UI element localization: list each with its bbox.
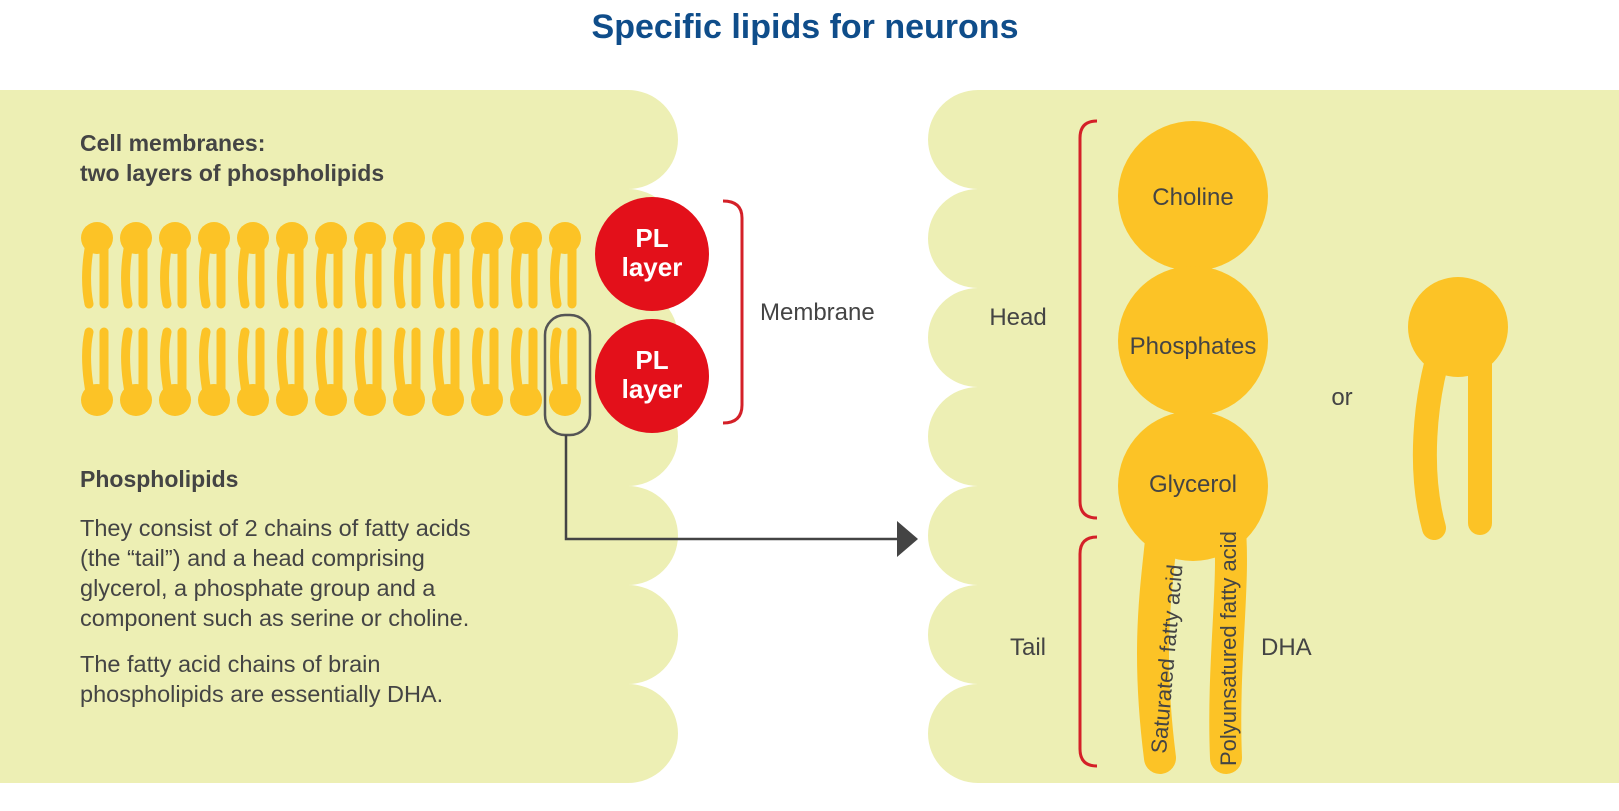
- bottom-head: [471, 384, 503, 416]
- dha-note-line-1: The fatty acid chains of brain: [80, 651, 380, 677]
- bottom-head: [354, 384, 386, 416]
- right-panel-background: [928, 90, 1619, 783]
- membrane-label: Membrane: [760, 299, 875, 326]
- phospholipid-bilayer: [81, 222, 581, 416]
- simple-lipid-head: [1408, 277, 1508, 377]
- tail-label: Tail: [1010, 634, 1046, 661]
- glycerol-label: Glycerol: [1149, 471, 1237, 498]
- top-layer-phospholipid: [198, 222, 230, 309]
- membrane-heading-line2: two layers of phospholipids: [80, 160, 384, 186]
- bottom-head: [393, 384, 425, 416]
- bottom-head: [159, 384, 191, 416]
- top-layer-phospholipid: [276, 222, 308, 309]
- selected-phospholipid-highlight: [543, 313, 592, 437]
- bottom-layer-phospholipid: [198, 327, 230, 416]
- pl-layer-top-label-line2: layer: [622, 252, 683, 282]
- polyunsaturated-fatty-acid-label: Polyunsatured fatty acid: [1216, 531, 1241, 766]
- tail-bracket: [1078, 535, 1098, 768]
- head-bracket: [1078, 119, 1098, 520]
- bottom-layer-phospholipid: [510, 327, 542, 416]
- bottom-head: [237, 384, 269, 416]
- membrane-bracket: [722, 199, 744, 425]
- pl-layer-top-label-line1: PL: [635, 223, 668, 253]
- top-layer-phospholipid: [432, 222, 464, 309]
- bottom-head: [276, 384, 308, 416]
- top-head: [354, 222, 386, 254]
- membrane-heading-line1: Cell membranes:: [80, 130, 265, 156]
- or-label: or: [1331, 384, 1352, 411]
- bottom-head: [198, 384, 230, 416]
- top-head: [549, 222, 581, 254]
- top-head: [198, 222, 230, 254]
- top-head: [237, 222, 269, 254]
- top-head: [471, 222, 503, 254]
- top-head: [81, 222, 113, 254]
- bottom-head: [432, 384, 464, 416]
- pl-layer-bottom-circle: [595, 319, 709, 433]
- description-line-1: They consist of 2 chains of fatty acids: [80, 515, 471, 541]
- top-head: [159, 222, 191, 254]
- dha-note-line-2: phospholipids are essentially DHA.: [80, 681, 443, 707]
- top-layer-phospholipid: [549, 222, 581, 309]
- left-panel-background: [0, 90, 678, 783]
- bottom-head: [120, 384, 152, 416]
- top-layer-phospholipid: [120, 222, 152, 309]
- phospholipids-heading: Phospholipids: [80, 466, 238, 492]
- bottom-layer-phospholipid: [120, 327, 152, 416]
- top-head: [510, 222, 542, 254]
- choline-label: Choline: [1152, 184, 1233, 211]
- top-layer-phospholipid: [315, 222, 347, 309]
- bottom-layer-phospholipid: [549, 327, 581, 416]
- pl-layer-bottom-label-line2: layer: [622, 374, 683, 404]
- bottom-layer-phospholipid: [237, 327, 269, 416]
- top-head: [432, 222, 464, 254]
- dha-label: DHA: [1261, 634, 1312, 661]
- top-layer-phospholipid: [237, 222, 269, 309]
- bottom-layer-phospholipid: [432, 327, 464, 416]
- phosphates-circle: [1118, 266, 1268, 416]
- choline-circle: [1118, 121, 1268, 271]
- description-line-4: component such as serine or choline.: [80, 605, 469, 631]
- connector-arrow-line: [564, 435, 900, 541]
- bottom-head: [81, 384, 113, 416]
- bottom-layer-phospholipid: [393, 327, 425, 416]
- phosphates-label: Phosphates: [1130, 333, 1257, 360]
- bottom-head: [510, 384, 542, 416]
- top-head: [276, 222, 308, 254]
- bottom-layer-phospholipid: [471, 327, 503, 416]
- top-layer-phospholipid: [393, 222, 425, 309]
- bottom-layer-phospholipid: [81, 327, 113, 416]
- top-head: [315, 222, 347, 254]
- bottom-layer-phospholipid: [315, 327, 347, 416]
- top-layer-phospholipid: [354, 222, 386, 309]
- pl-layer-top-circle: [595, 197, 709, 311]
- page-title: Specific lipids for neurons: [592, 8, 1019, 46]
- bottom-layer-phospholipid: [159, 327, 191, 416]
- top-head: [393, 222, 425, 254]
- description-line-3: glycerol, a phosphate group and a: [80, 575, 436, 601]
- top-head: [120, 222, 152, 254]
- pl-layer-bottom-label-line1: PL: [635, 345, 668, 375]
- top-layer-phospholipid: [471, 222, 503, 309]
- glycerol-circle: [1118, 411, 1268, 561]
- description-line-2: (the “tail”) and a head comprising: [80, 545, 425, 571]
- bottom-layer-phospholipid: [276, 327, 308, 416]
- head-label: Head: [989, 304, 1046, 331]
- top-layer-phospholipid: [159, 222, 191, 309]
- top-layer-phospholipid: [81, 222, 113, 309]
- bottom-layer-phospholipid: [354, 327, 386, 416]
- connector-arrowhead: [897, 521, 918, 557]
- bottom-head: [315, 384, 347, 416]
- bottom-head: [549, 384, 581, 416]
- top-layer-phospholipid: [510, 222, 542, 309]
